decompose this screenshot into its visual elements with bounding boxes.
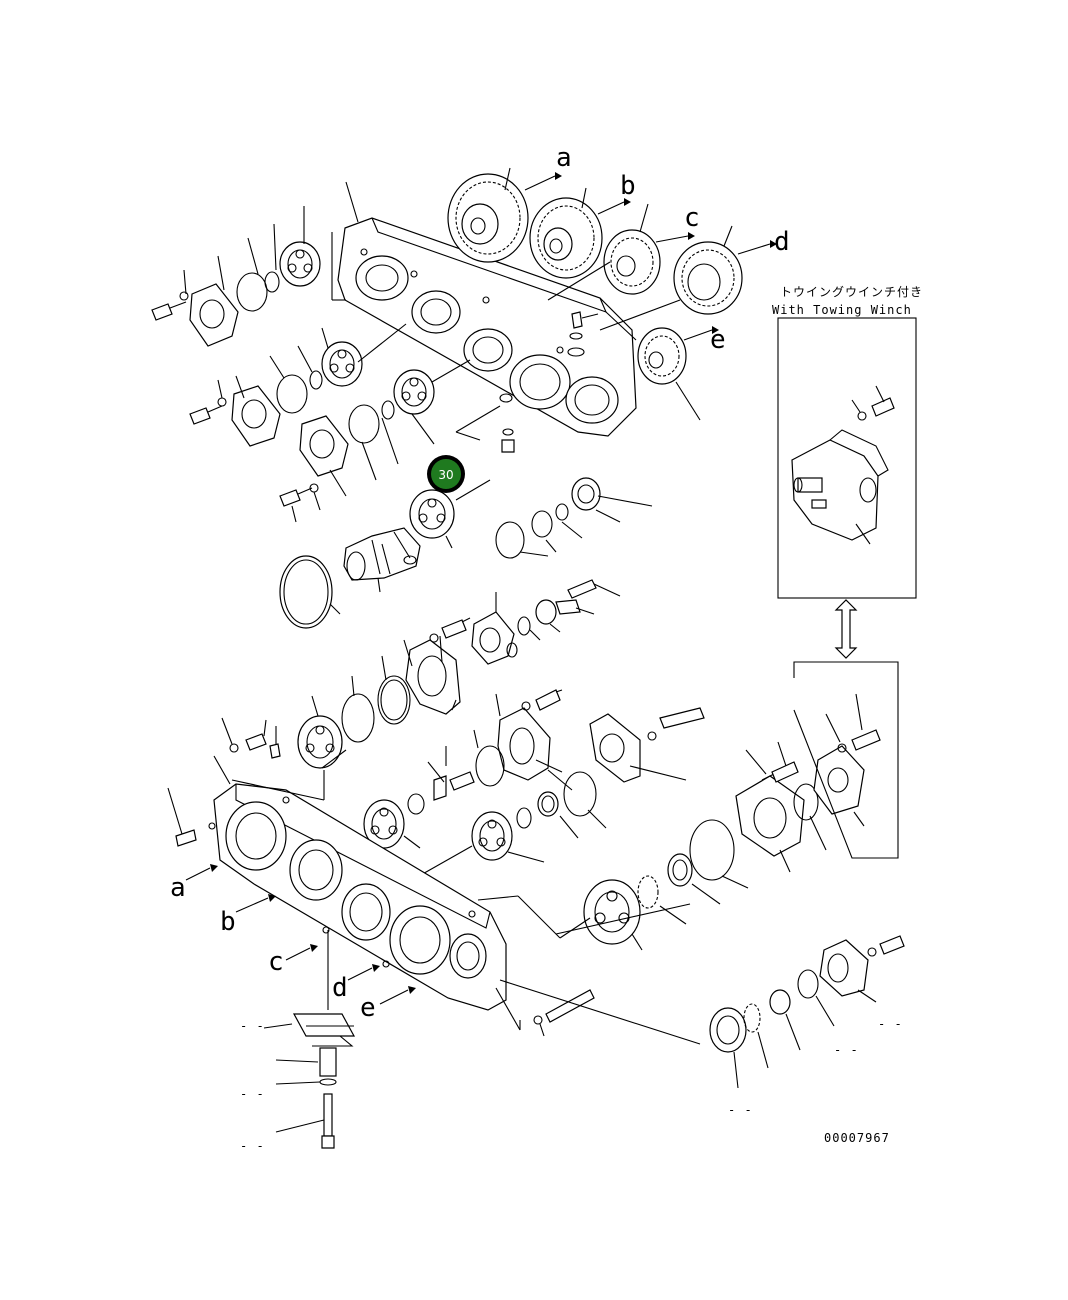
inset-title-en: With Towing Winch xyxy=(772,303,912,317)
bottom-right-leaders xyxy=(477,811,877,1089)
dash-mark-6: - - xyxy=(728,1103,753,1117)
gear-c xyxy=(603,229,695,295)
bottom-right-dash-marks: - - - - - - xyxy=(728,1017,903,1117)
inset-title-jp: トウイングウインチ付き xyxy=(780,285,923,299)
middle-right-parts xyxy=(429,477,653,665)
bottom-left-bracket-stack xyxy=(263,930,356,1149)
drawing-number: 00007967 xyxy=(824,1131,890,1145)
lower-case-housing xyxy=(167,755,507,1011)
label-b-bottom: b xyxy=(220,907,236,937)
upper-left-bearings xyxy=(151,241,435,507)
dash-mark-1: - - xyxy=(240,1019,265,1033)
bottom-right-parts xyxy=(533,745,905,1053)
towing-winch-bracket xyxy=(745,599,899,859)
callout-30-fill xyxy=(431,459,461,489)
gear-d xyxy=(673,240,777,315)
upper-left-leaders xyxy=(183,206,471,523)
gear-leaders xyxy=(504,167,733,421)
label-a-top: a xyxy=(556,143,572,173)
middle-shaft-assembly xyxy=(279,479,491,629)
label-d-top: d xyxy=(774,227,790,257)
leader-line xyxy=(345,181,359,223)
callout-30-label: 30 xyxy=(438,468,453,482)
dash-mark-4: - - xyxy=(878,1017,903,1031)
upper-housing-fasteners xyxy=(455,311,599,453)
callout-30-marker[interactable]: 30 xyxy=(427,455,465,493)
lower-middle-parts xyxy=(221,635,461,769)
inset-frame xyxy=(777,317,917,599)
label-a-bottom: a xyxy=(170,873,186,903)
bottom-left-dash-marks: - - - - - - xyxy=(240,1019,265,1153)
lower-center-parts xyxy=(363,689,705,881)
dash-mark-3: - - xyxy=(240,1139,265,1153)
label-c-bottom: c xyxy=(268,947,284,977)
upper-case-housing xyxy=(337,217,637,437)
lower-housing-arrows xyxy=(185,864,416,1005)
label-b-top: b xyxy=(620,171,636,201)
label-c-top: c xyxy=(684,203,700,233)
label-e-top: e xyxy=(710,325,726,355)
dash-mark-5: - - xyxy=(834,1043,859,1057)
towing-winch-inset: トウイングウインチ付き With Towing Winch xyxy=(772,285,923,599)
label-e-bottom: e xyxy=(360,993,376,1023)
gear-a xyxy=(447,172,562,263)
gear-e xyxy=(637,326,719,385)
gear-b xyxy=(529,197,631,279)
label-d-bottom: d xyxy=(332,973,348,1003)
dash-mark-2: - - xyxy=(240,1087,265,1101)
